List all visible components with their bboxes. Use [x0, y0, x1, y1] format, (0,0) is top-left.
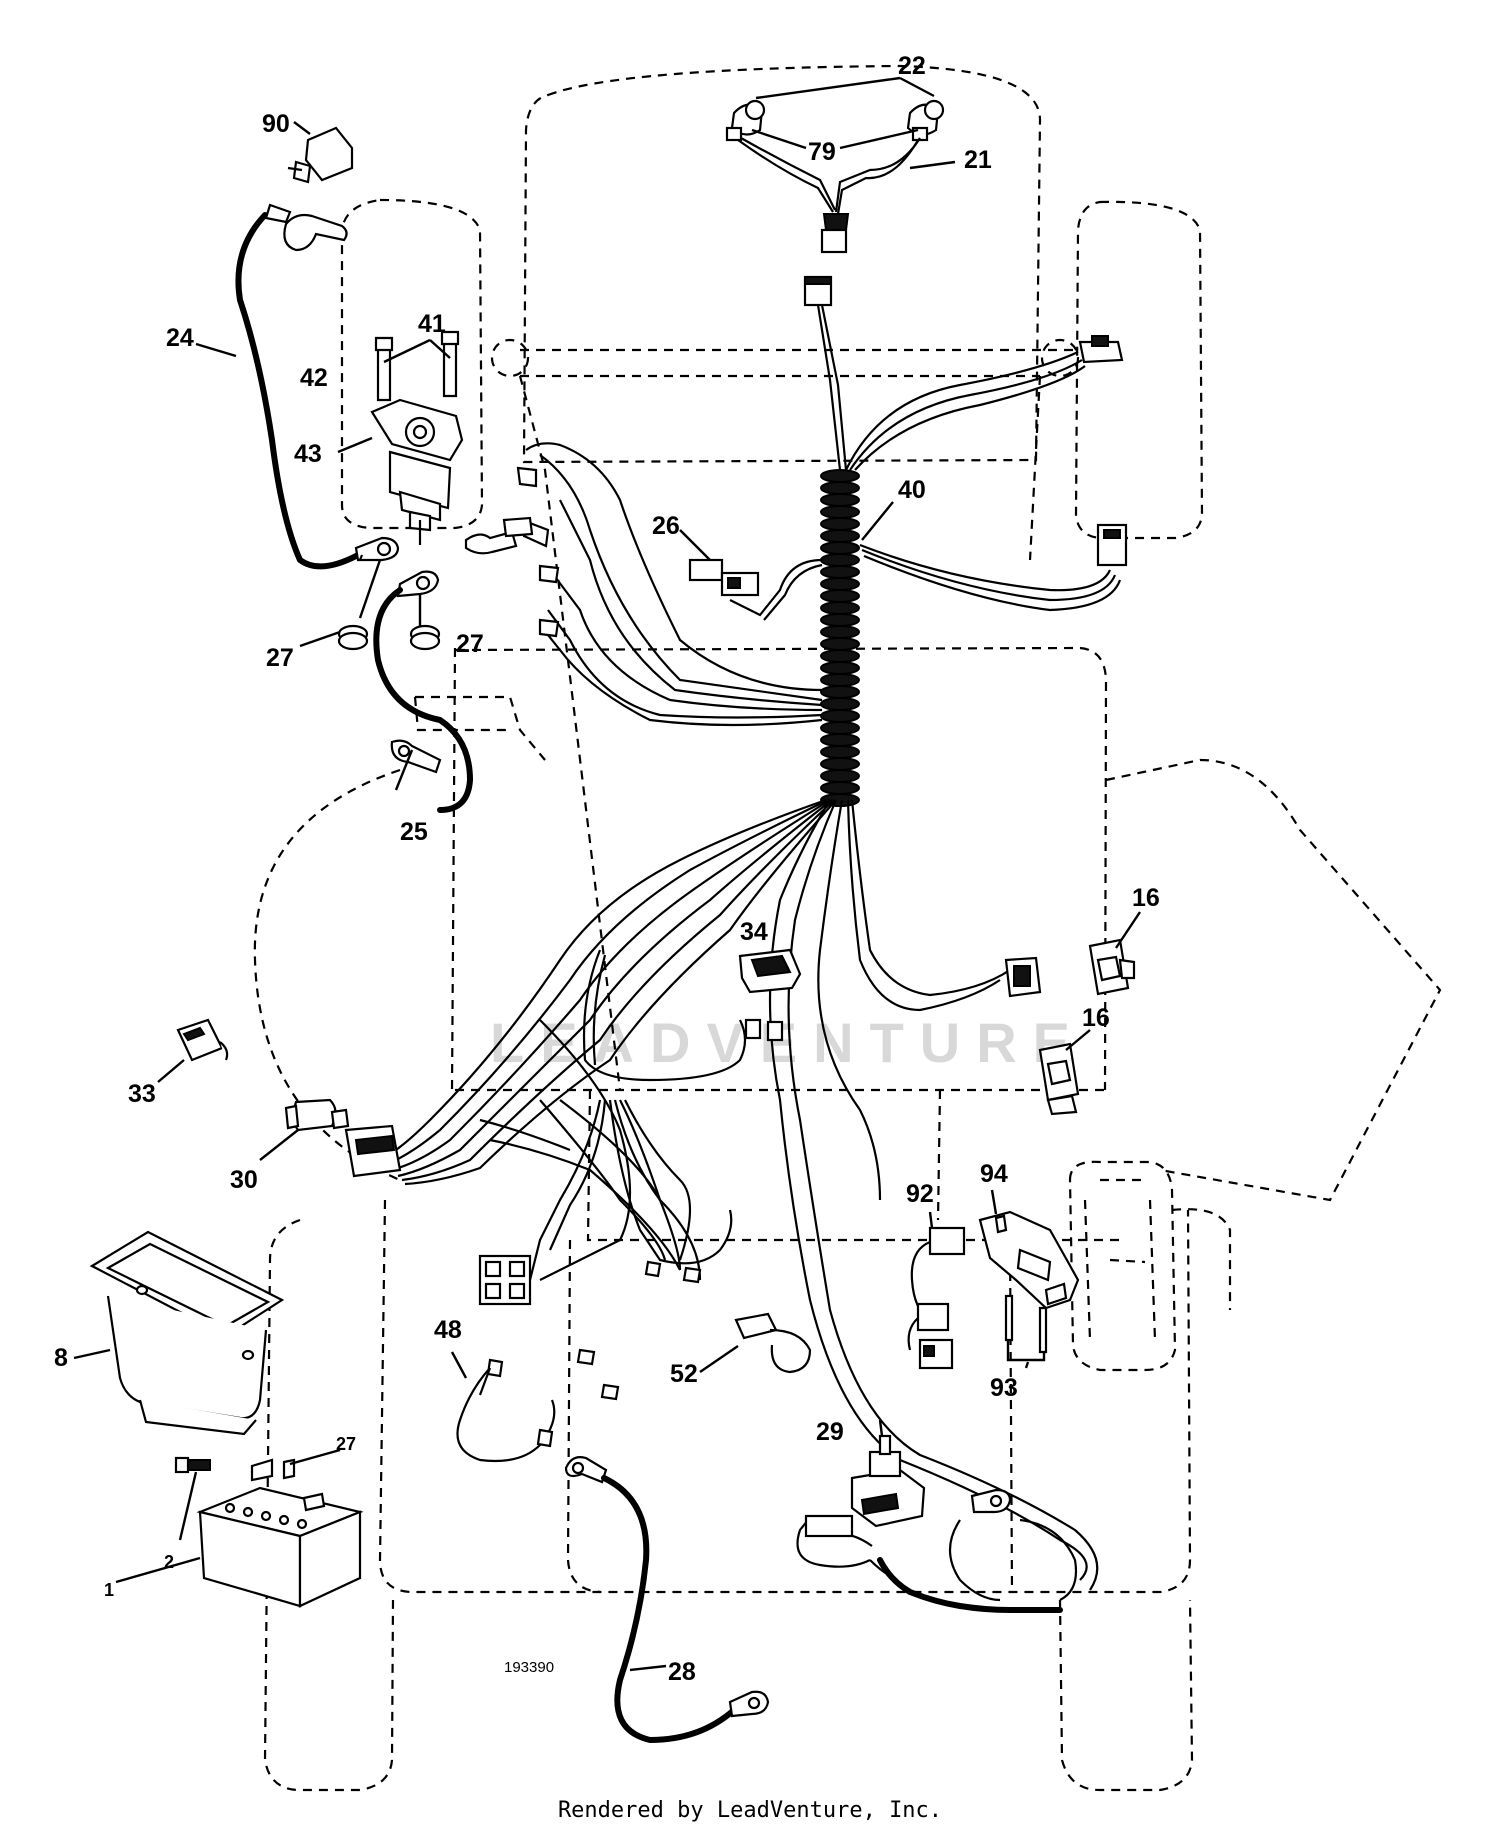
tractor-outline	[253, 64, 1442, 1792]
callout-24: 24	[166, 324, 194, 352]
switch-16a	[1088, 938, 1136, 996]
callout-2: 2	[164, 1552, 174, 1572]
callout-52: 52	[670, 1360, 698, 1388]
ignition-key	[176, 1018, 229, 1062]
callout-92: 92	[906, 1180, 934, 1208]
lamp-52	[734, 1312, 812, 1374]
callout-27-right: 27	[456, 630, 484, 658]
callout-21: 21	[964, 146, 992, 174]
callout-26: 26	[652, 512, 680, 540]
battery-terminal-hardware	[250, 1458, 296, 1482]
callout-42: 42	[300, 364, 328, 392]
battery-cable-28	[564, 1456, 770, 1744]
headlight-harness	[725, 99, 945, 307]
callout-22: 22	[898, 52, 926, 80]
callout-90: 90	[262, 110, 290, 138]
callout-28: 28	[668, 1658, 696, 1686]
battery-box	[89, 1230, 285, 1436]
callout-27-left: 27	[266, 644, 294, 672]
callout-30: 30	[230, 1166, 258, 1194]
callout-93: 93	[990, 1374, 1018, 1402]
main-harness	[379, 304, 1128, 1591]
callout-41: 41	[418, 310, 446, 338]
callout-labels: 22 79 21 90 24 42 41 43 40 26 27 27 25 1…	[54, 52, 1160, 1686]
connector-92	[907, 1226, 966, 1370]
callout-34: 34	[740, 918, 768, 946]
lamp-48	[456, 1358, 556, 1463]
switch-29	[850, 1434, 926, 1528]
switch-16b	[1038, 1042, 1080, 1116]
callout-27-battery: 27	[336, 1434, 356, 1454]
callout-leaders	[73, 76, 1141, 1672]
solenoid-assembly	[235, 126, 534, 813]
drawing-number: 193390	[504, 1659, 554, 1676]
callout-94: 94	[980, 1160, 1008, 1188]
ignition-switch	[284, 1098, 402, 1178]
wire-loom-coil	[820, 469, 860, 807]
module-94	[978, 1210, 1080, 1310]
switch-34	[738, 948, 802, 1042]
callout-40: 40	[898, 476, 926, 504]
harness-connector-block	[478, 1254, 532, 1306]
battery	[196, 1486, 364, 1608]
coil-cord	[796, 1488, 1078, 1613]
callout-43: 43	[294, 440, 322, 468]
callout-25: 25	[400, 818, 428, 846]
screws-93	[1004, 1294, 1048, 1362]
callout-48: 48	[434, 1316, 462, 1344]
callout-1: 1	[104, 1580, 114, 1600]
callout-79: 79	[808, 138, 836, 166]
callout-8: 8	[54, 1344, 68, 1372]
battery-bolt	[174, 1456, 211, 1474]
callout-33: 33	[128, 1080, 156, 1108]
callout-16-upper: 16	[1132, 884, 1160, 912]
footer-credit: Rendered by LeadVenture, Inc.	[557, 1798, 943, 1823]
callout-29: 29	[816, 1418, 844, 1446]
callout-16-lower: 16	[1082, 1004, 1110, 1032]
